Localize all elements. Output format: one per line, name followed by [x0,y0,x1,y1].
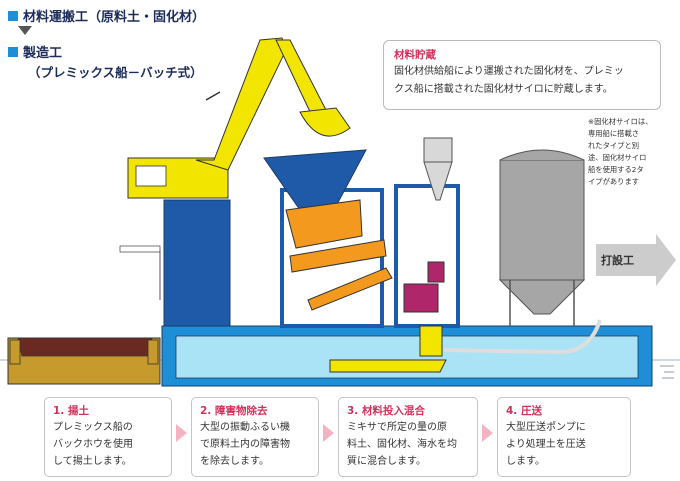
silo-roof [499,149,585,161]
step-line: より処理土を圧送 [506,439,586,450]
silo-note: ※固化材サイロは、 専用船に搭載さ れたタイプと別 途、固化材サイロ 船を使用す… [588,116,672,188]
step-title: 2. 障害物除去 [200,405,268,417]
step-line: プレミックス船の [53,422,133,433]
step-line: 質に混合します。 [347,456,426,467]
step-3-box: 3. 材料投入混合 ミキサで所定の量の原 料土、固化材、海水を均 質に混合します… [338,397,478,477]
excavator-stick [275,39,327,117]
cement-silo [499,159,585,281]
callout-title: 材料貯蔵 [394,49,436,61]
step-line: 大型の振動ふるい機 [200,422,290,433]
step-line: します。 [506,456,545,467]
step-line: 料土、固化材、海水を均 [347,439,457,450]
step-arrow-icon [176,424,187,442]
note-line: 専用船に搭載さ [588,129,640,138]
pump [419,325,443,357]
step-line: で原料土内の障害物 [200,439,290,450]
excavator-boom [195,37,287,171]
step-line: 大型圧送ポンプに [506,422,586,433]
header-down-arrow [18,26,32,35]
screw-conveyor [307,267,393,311]
excavator-bucket [299,107,351,137]
note-line: 途、固化材サイロ [588,153,647,162]
storage-callout: 材料貯蔵 固化材供給船により運搬された固化材を、プレミッ クス船に搭載された固化… [383,40,661,110]
step-arrow-icon [323,424,334,442]
note-line: イプがあります [588,177,640,186]
soil-barge-soil [17,337,153,357]
note-line: ※固化材サイロは、 [588,117,653,126]
step-title: 4. 圧送 [506,405,542,417]
step-4-box: 4. 圧送 大型圧送ポンプに より処理土を圧送 します。 [497,397,631,477]
cement-silo-cone [498,279,586,315]
step-title: 3. 材料投入混合 [347,405,425,417]
step-line: して揚土します。 [53,456,132,467]
cement-hopper-cone [423,161,453,201]
section-title-transport: 材料運搬工（原料土・固化材） [23,10,206,25]
cement-hopper [423,137,453,163]
water-ripples [660,365,674,379]
section-bullet-icon [8,46,18,57]
step-arrow-icon [482,424,493,442]
vibrating-screen [285,199,363,249]
section-bullet-icon [8,10,18,21]
step-1-box: 1. 揚土 プレミックス船の バックホウを使用 して揚土します。 [44,397,172,477]
delivery-pipe [443,319,602,355]
step-title: 1. 揚土 [53,405,89,417]
cab-window [135,165,167,187]
callout-line-2: クス船に搭載された固化材サイロに貯蔵します。 [394,84,613,95]
note-line: 船を使用する2タ [588,165,644,174]
boom-cylinder [205,91,221,101]
screen-chute [289,239,387,273]
excavator-tower [163,199,231,327]
silo-feed-pipe [468,152,496,186]
note-line: れたタイプと別 [588,141,640,150]
section-title-production: 製造工 [23,46,63,61]
tower-railing [119,245,161,253]
section-heading-production: 製造工 [8,42,62,61]
callout-line-1: 固化材供給船により運搬された固化材を、プレミッ [394,66,624,77]
pile-label: 打設工 [601,254,634,267]
section-heading-transport: 材料運搬工（原料土・固化材） [8,6,205,25]
mixer [403,283,439,313]
soil-barge-wall-left [9,339,21,365]
pump-pipe [329,359,447,373]
step-2-box: 2. 障害物除去 大型の振動ふるい機 で原料土内の障害物 を除去します。 [191,397,319,477]
step-line: ミキサで所定の量の原 [347,422,447,433]
section-subtitle: （プレミックス船－バッチ式） [28,65,203,80]
mixer-motor [427,261,445,283]
step-line: を除去します。 [200,456,269,467]
pile-arrow [596,234,676,286]
step-line: バックホウを使用 [53,439,133,450]
soil-barge-wall-right [147,339,159,365]
